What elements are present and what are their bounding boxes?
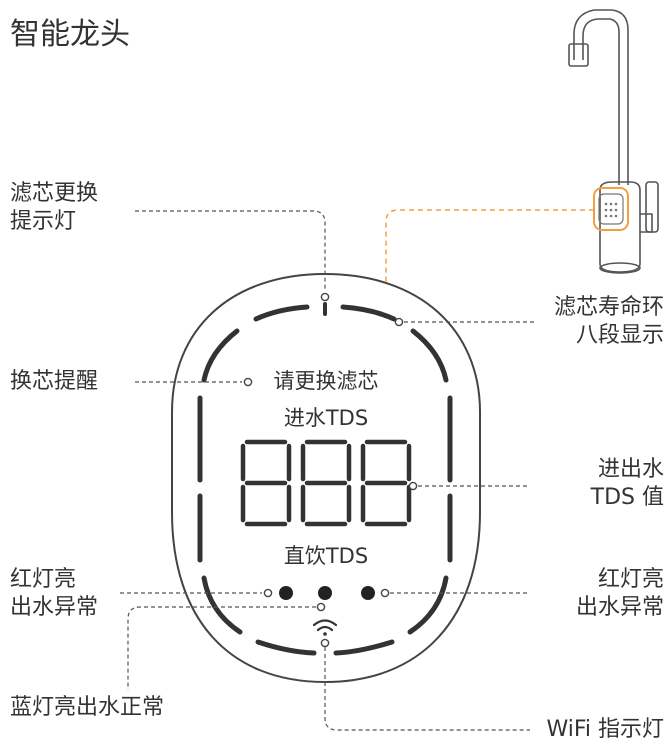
- ring-segment-5: [407, 575, 449, 635]
- faucet-display-module: [598, 193, 624, 225]
- callout-filter-replace: [135, 210, 326, 290]
- direct-tds-text: 直饮TDS: [284, 544, 368, 568]
- faucet-spout: [573, 9, 629, 185]
- callout-endpoints: [243, 292, 418, 648]
- faucet-illustration: [568, 9, 659, 274]
- tds-digits-display: [240, 439, 412, 527]
- left-red-indicator-dot: [279, 586, 293, 600]
- endpoint-filter-replace: [320, 292, 330, 302]
- filter-life-ring-label: 滤芯寿命环 八段显示: [554, 294, 664, 350]
- ring-segment-6: [333, 639, 395, 656]
- callout-wifi: [324, 647, 530, 731]
- endpoint-wifi: [320, 638, 330, 648]
- endpoint-filter-life: [394, 317, 404, 327]
- filter-life-ring-label-line1: 滤芯寿命环: [553, 295, 664, 320]
- red-light-left-label-line1: 红灯亮: [10, 567, 77, 592]
- red-light-right-label: 红灯亮 出水异常: [576, 566, 664, 622]
- faucet-base: [599, 262, 641, 274]
- red-light-right-label-line2: 出水异常: [575, 595, 664, 620]
- panel-outline: [171, 272, 481, 684]
- filter-life-ring-label-line2: 八段显示: [575, 323, 664, 348]
- faucet-to-panel-connector: [385, 209, 594, 290]
- ring-segment-2: [410, 328, 449, 383]
- ring-segment-1: [340, 304, 397, 322]
- faucet-spout-inner: [582, 18, 620, 185]
- faucet-display-highlight: [593, 187, 629, 231]
- ring-segment-8: [201, 575, 243, 635]
- red-light-left-label: 红灯亮 出水异常: [10, 566, 98, 622]
- page-title: 智能龙头: [10, 17, 130, 52]
- red-light-left-label-line2: 出水异常: [10, 595, 99, 620]
- faucet-handle-connector: [640, 213, 653, 233]
- faucet-display-dots: [604, 202, 618, 218]
- filter-replace-indicator-label: 滤芯更换 提示灯: [10, 180, 98, 236]
- endpoint-blue-light: [316, 602, 326, 612]
- wifi-icon: [312, 619, 338, 636]
- endpoint-red-left: [263, 588, 273, 598]
- inlet-tds-value-label-line1: 进出水: [597, 457, 664, 482]
- endpoint-replace-reminder: [243, 377, 253, 387]
- indicator-dots: [279, 586, 375, 600]
- inlet-tds-value-label: 进出水 TDS 值: [591, 456, 664, 512]
- inlet-tds-text: 进水TDS: [284, 406, 368, 430]
- right-red-indicator-dot: [361, 586, 375, 600]
- filter-replace-indicator-label-line2: 提示灯: [10, 209, 77, 234]
- blue-light-label: 蓝灯亮出水正常: [10, 695, 165, 720]
- faucet-nozzle: [568, 43, 589, 67]
- inlet-tds-value-label-line2: TDS 值: [590, 485, 664, 510]
- ring-segment-11: [201, 328, 240, 383]
- center-blue-indicator-dot: [318, 586, 332, 600]
- ring-segment-12: [253, 304, 310, 322]
- ring-segment-7: [255, 639, 317, 656]
- red-light-right-label-line1: 红灯亮: [597, 567, 664, 592]
- endpoint-red-right: [380, 588, 390, 598]
- replace-filter-text: 请更换滤芯: [274, 369, 379, 393]
- endpoint-tds-value: [408, 481, 418, 491]
- filter-life-ring: [197, 304, 453, 656]
- replace-reminder-label: 换芯提醒: [10, 369, 99, 394]
- faucet-body: [599, 181, 641, 273]
- callout-lines: [120, 210, 535, 731]
- callout-blue-light: [127, 606, 316, 690]
- filter-replace-indicator-label-line1: 滤芯更换: [10, 181, 99, 206]
- wifi-indicator-label: WiFi 指示灯: [546, 717, 664, 742]
